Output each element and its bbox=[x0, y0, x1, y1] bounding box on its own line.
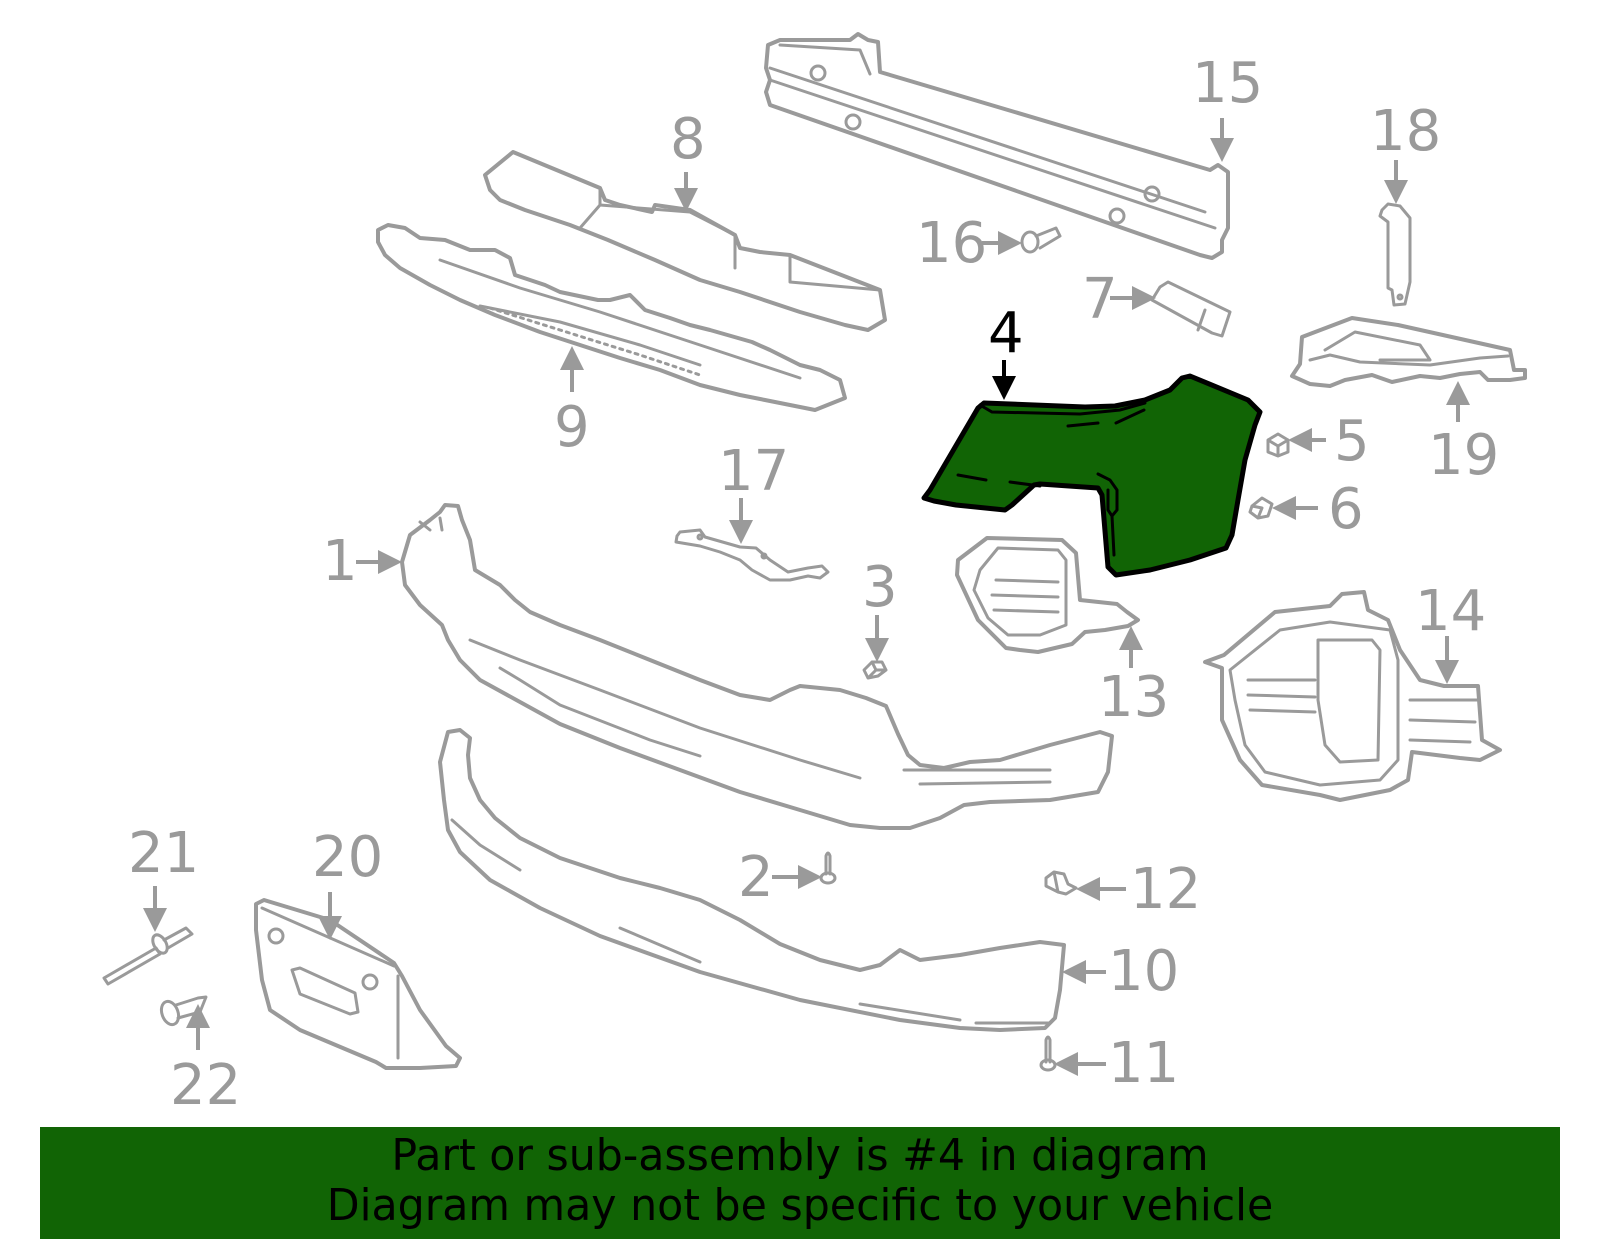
part-18-bracket[interactable] bbox=[1378, 202, 1412, 307]
callout-11[interactable]: 11 bbox=[1108, 1031, 1180, 1096]
part-8-energy-absorber[interactable] bbox=[483, 150, 887, 332]
banner-line-disclaimer: Diagram may not be specific to your vehi… bbox=[326, 1180, 1274, 1231]
part-1-fascia[interactable] bbox=[400, 503, 1114, 830]
banner-line-part-number: Part or sub-assembly is #4 in diagram bbox=[391, 1130, 1209, 1181]
part-5-nut[interactable] bbox=[1266, 432, 1290, 458]
callout-7[interactable]: 7 bbox=[1082, 267, 1118, 332]
part-3-clip[interactable] bbox=[862, 660, 888, 680]
info-banner: Part or sub-assembly is #4 in diagram Di… bbox=[40, 1127, 1560, 1239]
callout-17[interactable]: 17 bbox=[718, 439, 790, 504]
callout-14[interactable]: 14 bbox=[1415, 579, 1487, 644]
callout-19[interactable]: 19 bbox=[1428, 423, 1500, 488]
part-12-clip[interactable] bbox=[1044, 870, 1078, 896]
callout-22[interactable]: 22 bbox=[170, 1053, 242, 1118]
callout-12[interactable]: 12 bbox=[1130, 857, 1202, 922]
part-10-lower-fascia[interactable] bbox=[438, 728, 1066, 1032]
part-19-bracket[interactable] bbox=[1290, 316, 1527, 388]
callout-5[interactable]: 5 bbox=[1334, 409, 1370, 474]
callout-16[interactable]: 16 bbox=[916, 211, 988, 276]
callout-10[interactable]: 10 bbox=[1108, 939, 1180, 1004]
hatching-9 bbox=[488, 306, 702, 377]
callout-9[interactable]: 9 bbox=[554, 395, 590, 460]
part-13-bezel[interactable] bbox=[955, 536, 1140, 654]
callout-4[interactable]: 4 bbox=[988, 301, 1024, 366]
part-4-highlighted[interactable] bbox=[921, 373, 1263, 578]
part-15-reinforcement-bar[interactable] bbox=[764, 32, 1230, 260]
part-11-pin[interactable] bbox=[1039, 1035, 1057, 1072]
callout-15[interactable]: 15 bbox=[1192, 51, 1264, 116]
part-9-support[interactable] bbox=[376, 223, 847, 412]
callout-13[interactable]: 13 bbox=[1098, 665, 1170, 730]
part-21-rivet[interactable] bbox=[102, 926, 194, 986]
callout-3[interactable]: 3 bbox=[862, 555, 898, 620]
callout-8[interactable]: 8 bbox=[670, 107, 706, 172]
callout-2[interactable]: 2 bbox=[738, 845, 774, 910]
part-6-clip[interactable] bbox=[1248, 496, 1274, 520]
callout-21[interactable]: 21 bbox=[128, 821, 200, 886]
callout-18[interactable]: 18 bbox=[1370, 99, 1442, 164]
part-20-plate-bracket[interactable] bbox=[254, 898, 462, 1070]
part-7-bracket[interactable] bbox=[1150, 280, 1232, 338]
callout-1[interactable]: 1 bbox=[322, 529, 358, 594]
callout-20[interactable]: 20 bbox=[312, 825, 384, 890]
part-16-bolt[interactable] bbox=[1020, 226, 1062, 254]
callout-6[interactable]: 6 bbox=[1328, 477, 1364, 542]
part-14-bezel[interactable] bbox=[1203, 590, 1502, 802]
part-2-pin[interactable] bbox=[819, 851, 837, 885]
part-17-bracket[interactable] bbox=[674, 528, 830, 582]
parts-diagram bbox=[102, 32, 1527, 1076]
